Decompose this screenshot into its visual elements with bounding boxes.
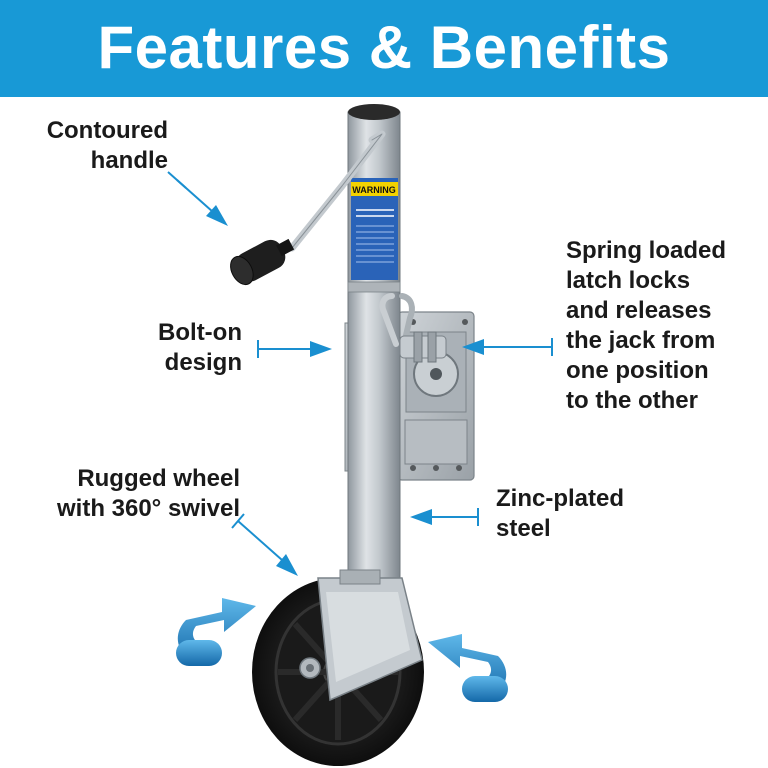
warning-label: WARNING — [351, 178, 398, 280]
arrow-icon — [167, 171, 228, 226]
callout-contoured-handle: Contoured handle — [46, 117, 168, 174]
arrow-icon — [231, 513, 298, 576]
caster-wheel — [252, 569, 424, 766]
page-title: Features & Benefits — [97, 14, 671, 81]
callout-zinc-plated: Zinc-plated steel — [496, 485, 625, 542]
arrow-icon — [257, 340, 332, 358]
swivel-arrow-icon — [428, 634, 508, 702]
arrow-icon — [410, 508, 479, 526]
crank-handle — [230, 130, 386, 286]
jack-tube — [347, 104, 401, 593]
callout-spring-latch: Spring loaded latch locks and releases t… — [566, 237, 727, 414]
spring-latch — [379, 293, 447, 363]
arrow-icon — [462, 338, 553, 356]
callout-rugged-wheel: Rugged wheel with 360° swivel — [56, 465, 240, 522]
callout-bolt-on: Bolt-on design — [158, 319, 242, 376]
warning-label-title: WARNING — [352, 185, 396, 195]
header-banner: Features & Benefits — [0, 0, 768, 97]
swivel-arrow-icon — [176, 598, 256, 666]
callout-arrows — [167, 171, 553, 576]
